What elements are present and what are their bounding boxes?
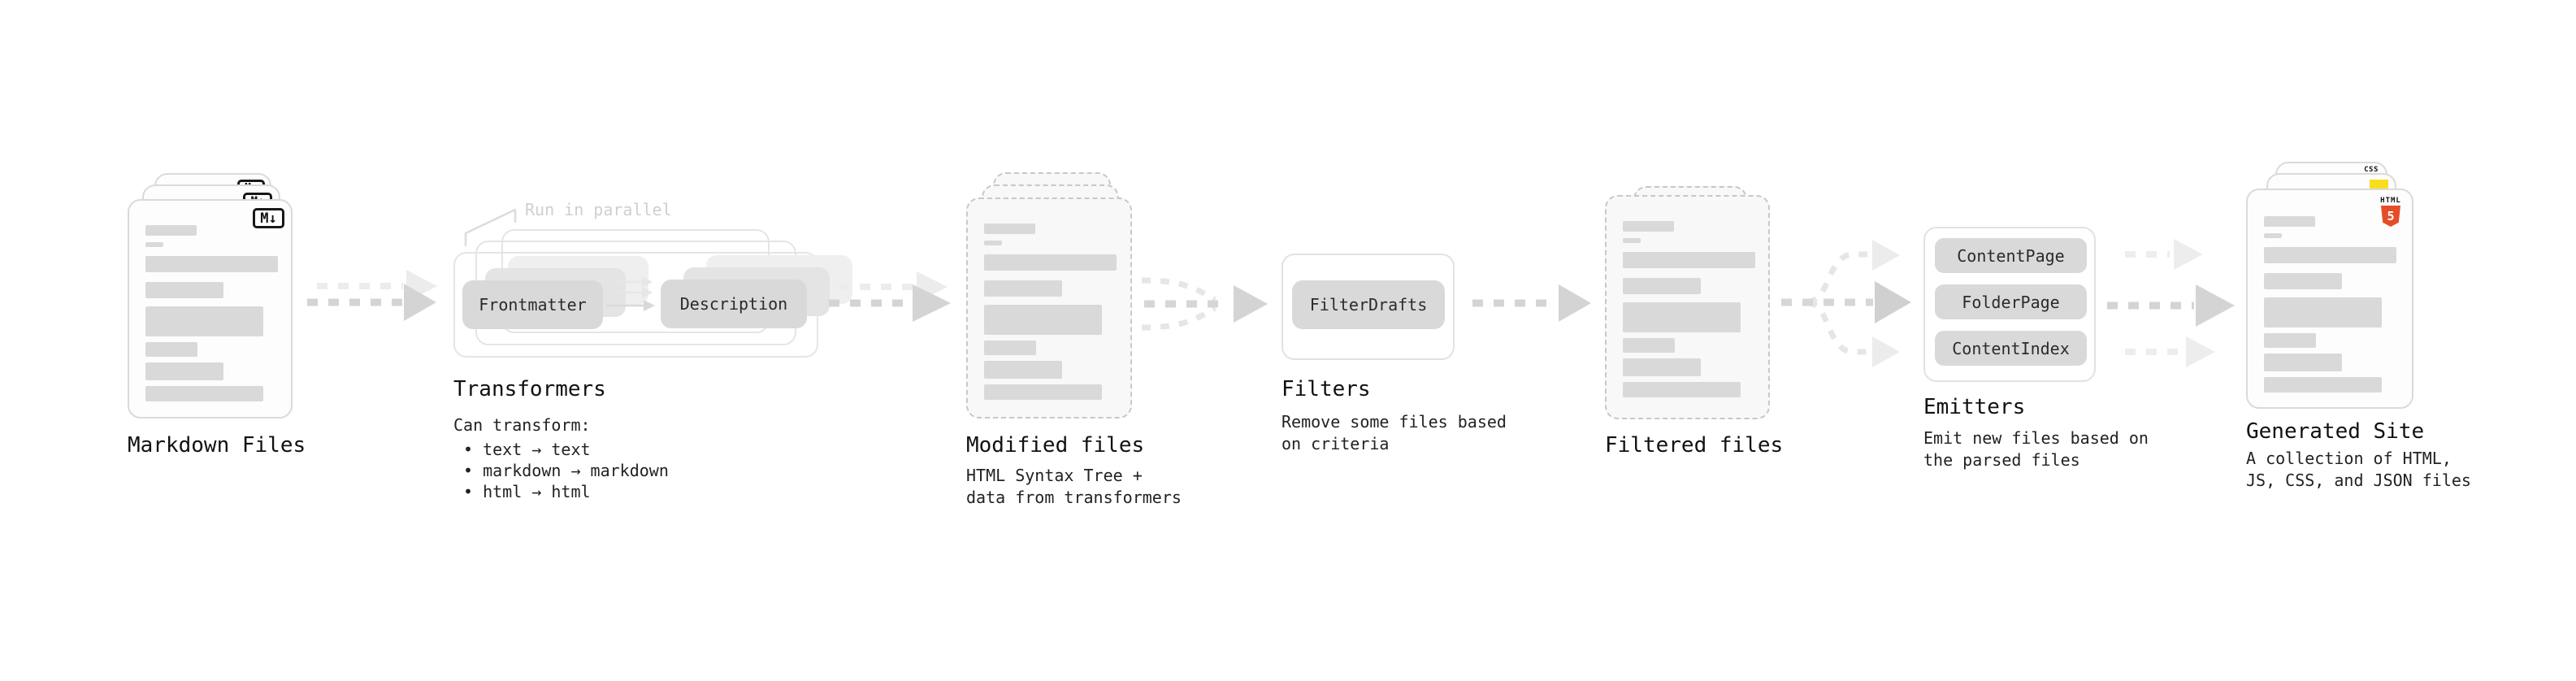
js-badge-icon bbox=[2370, 180, 2388, 189]
html5-shield: 5 bbox=[2381, 206, 2400, 227]
arrow-filters-to-filtered bbox=[1472, 284, 1591, 322]
folderpage-chip: FolderPage bbox=[1935, 284, 2087, 319]
document-card-front: M↓ bbox=[128, 199, 293, 419]
filterdrafts-chip: FilterDrafts bbox=[1292, 280, 1445, 329]
transform-bullet: • html → html bbox=[463, 482, 591, 501]
document-content-bars bbox=[1623, 221, 1755, 397]
generated-site-subtitle: A collection of HTML, JS, CSS, and JSON … bbox=[2246, 449, 2471, 490]
document-card-front: HTML 5 bbox=[2246, 189, 2413, 409]
doc-line-bar bbox=[145, 386, 263, 401]
stage-label-filters: Filters bbox=[1281, 377, 1371, 401]
arrow-emitters-to-generated bbox=[2107, 239, 2235, 367]
doc-line-bar bbox=[145, 342, 197, 357]
doc-line-bar bbox=[2264, 247, 2396, 263]
run-in-parallel-note: Run in parallel bbox=[525, 200, 672, 219]
css-badge-text: CSS bbox=[2364, 166, 2379, 174]
document-content-bars bbox=[984, 223, 1117, 400]
doc-line-bar bbox=[984, 384, 1102, 400]
doc-line-bar bbox=[2264, 297, 2382, 327]
doc-line-bar bbox=[984, 241, 1002, 245]
doc-line-bar bbox=[2264, 273, 2342, 289]
doc-line-bar bbox=[145, 306, 263, 336]
document-content-bars bbox=[2264, 216, 2396, 393]
contentindex-chip: ContentIndex bbox=[1935, 331, 2087, 366]
doc-line-bar bbox=[2264, 354, 2342, 371]
doc-line-bar bbox=[145, 282, 223, 298]
doc-line-bar bbox=[984, 305, 1102, 335]
document-card-front bbox=[1605, 195, 1770, 419]
doc-line-bar bbox=[984, 223, 1035, 234]
doc-line-bar bbox=[1623, 302, 1741, 332]
doc-line-bar bbox=[145, 256, 278, 272]
html5-caption: HTML bbox=[2380, 197, 2401, 205]
doc-line-bar bbox=[1623, 278, 1701, 294]
doc-line-bar bbox=[145, 362, 223, 380]
doc-line-bar bbox=[2264, 216, 2315, 227]
doc-line-bar bbox=[2264, 233, 2282, 238]
stage-label-filtered-files: Filtered files bbox=[1605, 433, 1784, 458]
frontmatter-chip: Frontmatter bbox=[462, 280, 603, 329]
doc-line-bar bbox=[1623, 358, 1701, 376]
doc-line-bar bbox=[984, 280, 1062, 297]
contentpage-chip: ContentPage bbox=[1935, 238, 2087, 273]
doc-line-bar bbox=[145, 242, 163, 247]
arrow-markdown-to-transformers bbox=[307, 270, 437, 321]
emitters-subtitle: Emit new files based on the parsed files bbox=[1923, 428, 2149, 470]
doc-line-bar bbox=[1623, 252, 1755, 268]
doc-line-bar bbox=[1623, 382, 1741, 397]
doc-line-bar bbox=[984, 340, 1036, 355]
stage-label-transformers: Transformers bbox=[453, 377, 606, 401]
doc-line-bar bbox=[2264, 333, 2316, 348]
html5-glyph: 5 bbox=[2387, 209, 2395, 223]
filters-subtitle: Remove some files based on criteria bbox=[1281, 412, 1507, 453]
stage-label-markdown-files: Markdown Files bbox=[128, 433, 306, 458]
transformers-description-heading: Can transform: bbox=[453, 415, 591, 435]
doc-line-bar bbox=[984, 361, 1062, 379]
html5-badge-icon: HTML 5 bbox=[2376, 197, 2405, 227]
transform-bullet: • markdown → markdown bbox=[463, 461, 669, 480]
modified-files-subtitle: HTML Syntax Tree + data from transformer… bbox=[966, 466, 1182, 507]
description-chip: Description bbox=[661, 280, 807, 328]
arrow-filtered-to-emitters-fanout bbox=[1781, 240, 1911, 367]
doc-line-bar bbox=[2264, 377, 2382, 393]
doc-line-bar bbox=[1623, 338, 1675, 353]
document-content-bars bbox=[145, 225, 278, 401]
markdown-badge-icon: M↓ bbox=[253, 208, 284, 228]
stage-label-modified-files: Modified files bbox=[966, 433, 1145, 458]
doc-line-bar bbox=[1623, 221, 1674, 232]
doc-line-bar bbox=[1623, 238, 1641, 243]
stage-label-emitters: Emitters bbox=[1923, 395, 2026, 419]
transform-bullet: • text → text bbox=[463, 440, 591, 459]
arrow-modified-to-filters-converge bbox=[1141, 277, 1268, 331]
stage-label-generated-site: Generated Site bbox=[2246, 419, 2425, 444]
doc-line-bar bbox=[145, 225, 197, 236]
document-card-front bbox=[966, 197, 1132, 419]
doc-line-bar bbox=[984, 254, 1117, 271]
